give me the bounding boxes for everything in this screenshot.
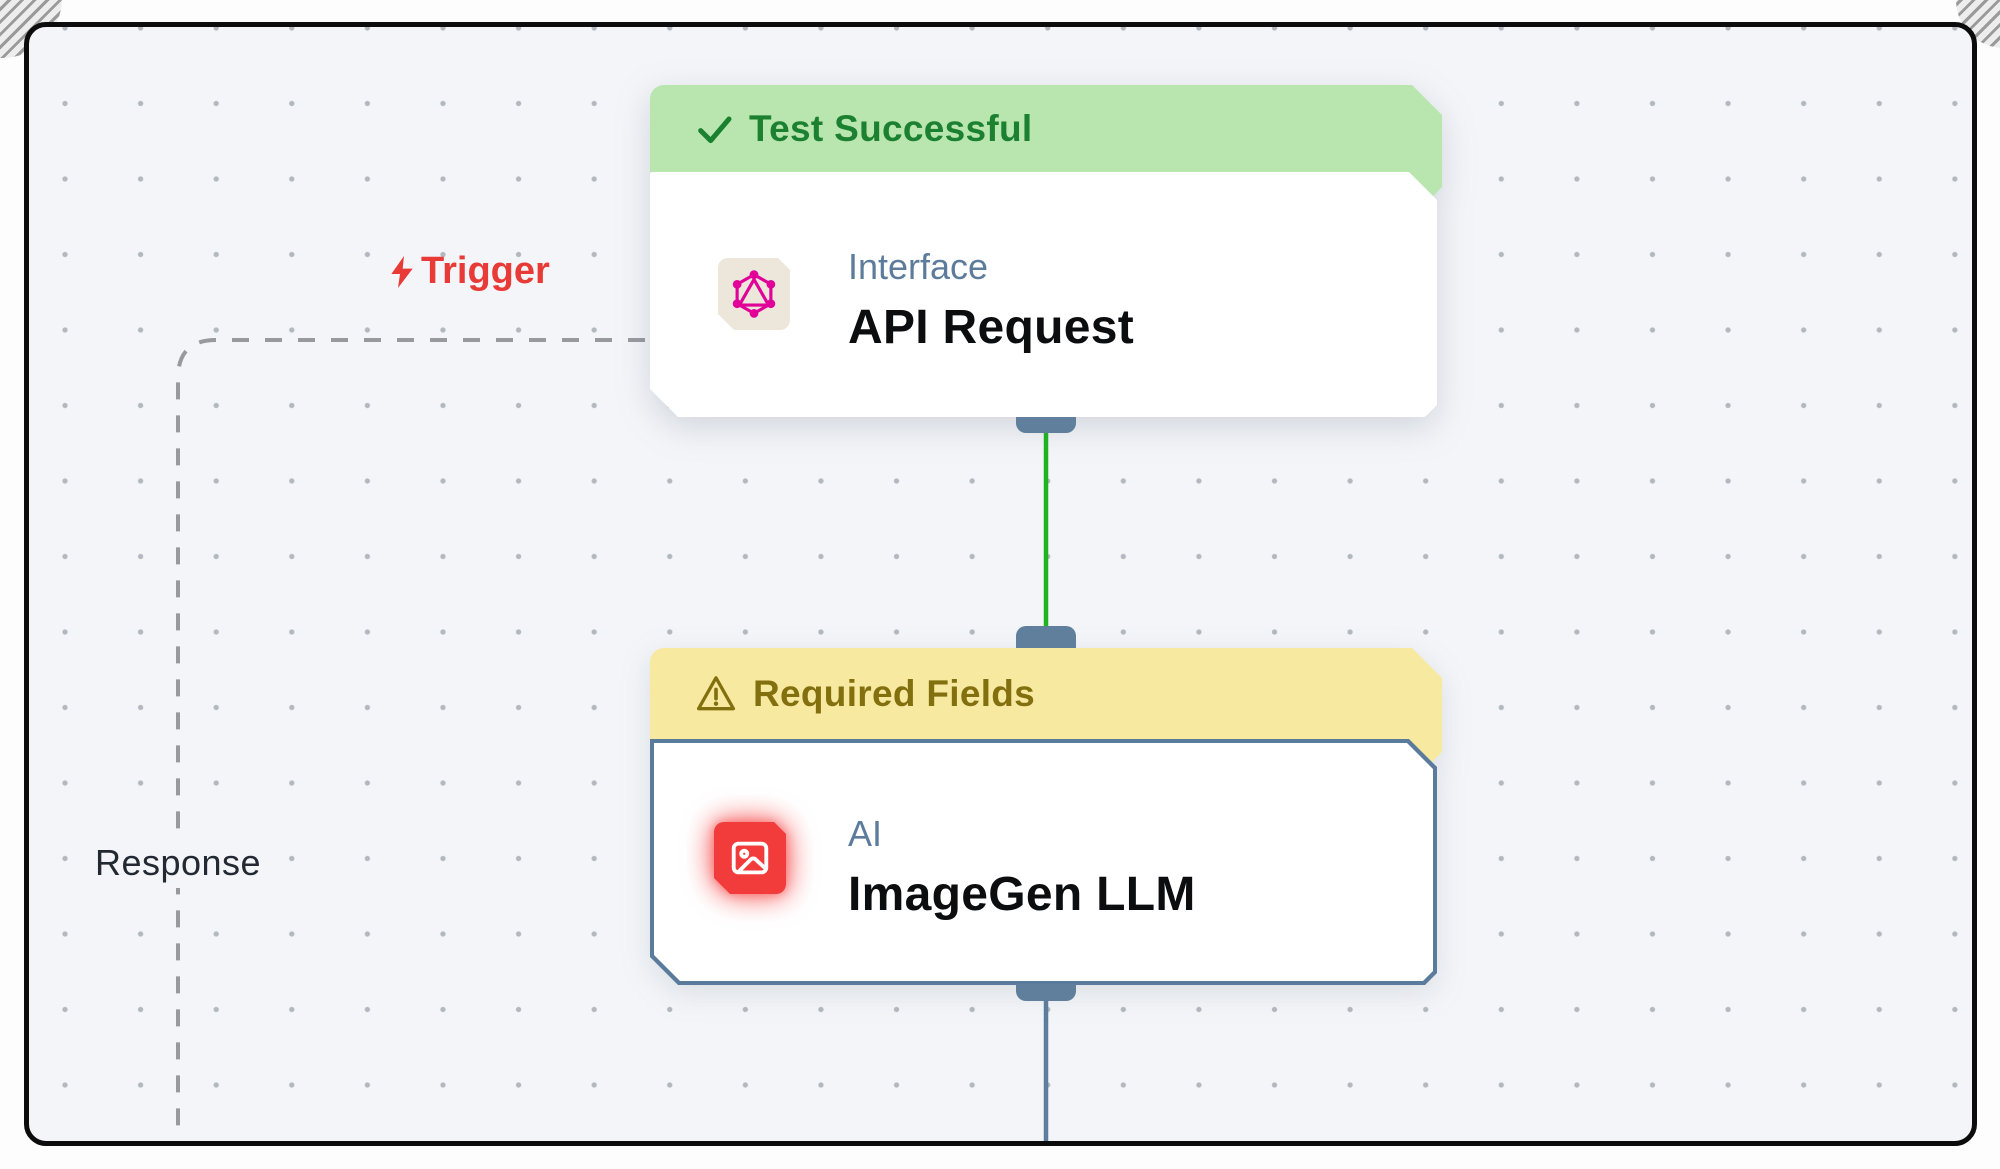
response-edge-label: Response [82, 838, 274, 888]
lightning-bolt-icon [391, 255, 413, 288]
warning-icon [694, 672, 738, 716]
workflow-canvas[interactable]: Trigger Response Test Successful [24, 22, 1977, 1146]
output-handle-imagegen[interactable] [1016, 984, 1076, 1001]
canvas-dot-grid: Trigger Response Test Successful [29, 27, 1972, 1141]
node-status-text: Test Successful [749, 108, 1033, 149]
check-icon [694, 109, 734, 149]
node-icon-glow [714, 822, 786, 894]
image-icon [727, 835, 773, 881]
node-api-request[interactable]: Test Successful Interface [650, 85, 1442, 420]
node-card[interactable]: Interface API Request [650, 172, 1437, 417]
trigger-edge-label-text: Trigger [421, 250, 550, 292]
trigger-dashed-edge[interactable] [176, 338, 645, 1130]
graphql-icon [729, 269, 779, 319]
node-title: ImageGen LLM [848, 868, 1196, 921]
edges-layer [176, 338, 1049, 1141]
node-card[interactable]: AI ImageGen LLM [650, 739, 1437, 985]
node-icon-tile [718, 258, 790, 330]
input-handle-imagegen[interactable] [1016, 626, 1076, 648]
node-status-text: Required Fields [753, 673, 1036, 714]
node-category-label: AI [848, 813, 883, 854]
response-edge-label-text: Response [94, 842, 262, 883]
node-imagegen-llm[interactable]: Required Fields AI [650, 648, 1442, 988]
output-handle-api-request[interactable] [1016, 417, 1076, 433]
node-icon-tile [714, 822, 786, 894]
node-category-label: Interface [848, 246, 989, 287]
node-title: API Request [848, 301, 1135, 354]
trigger-edge-label: Trigger [386, 250, 550, 293]
